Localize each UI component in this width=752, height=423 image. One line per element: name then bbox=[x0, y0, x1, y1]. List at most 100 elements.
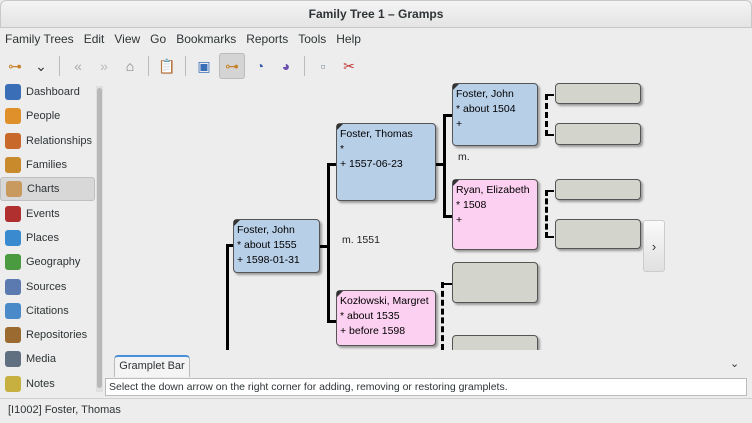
fan-chart-icon[interactable]: ◔ bbox=[255, 58, 265, 74]
empty-person-box[interactable] bbox=[452, 262, 538, 303]
people-icon bbox=[5, 108, 21, 125]
clipboard-icon[interactable]: 📋 bbox=[158, 57, 176, 74]
death-date: + bbox=[456, 214, 463, 226]
connector-line bbox=[226, 244, 234, 247]
toolbar-separator bbox=[185, 56, 186, 76]
empty-person-box[interactable] bbox=[452, 335, 538, 350]
config-view-icon[interactable]: ▣ bbox=[197, 57, 211, 74]
connector-line bbox=[443, 215, 453, 218]
empty-person-box[interactable] bbox=[555, 83, 641, 104]
menu-view[interactable]: View bbox=[114, 32, 141, 46]
menu-family-trees[interactable]: Family Trees bbox=[5, 32, 74, 46]
dashboard-icon bbox=[5, 84, 21, 101]
person-name: Foster, John bbox=[456, 88, 514, 100]
sidebar-item-label: Events bbox=[26, 207, 60, 220]
chevron-down-icon[interactable]: ⌄ bbox=[35, 57, 47, 74]
connector-line bbox=[441, 283, 452, 285]
person-box[interactable]: Kozłowski, Margret* about 1535+ before 1… bbox=[336, 290, 436, 346]
sidebar-item-media[interactable]: Media bbox=[0, 347, 95, 371]
repositories-icon bbox=[5, 327, 21, 344]
home-icon[interactable]: ⌂ bbox=[125, 58, 135, 74]
sidebar-item-charts[interactable]: Charts bbox=[0, 177, 95, 202]
sidebar-item-label: Dashboard bbox=[26, 86, 80, 99]
birth-date: * bbox=[340, 143, 345, 155]
events-icon bbox=[5, 205, 21, 222]
places-icon bbox=[5, 229, 21, 246]
sidebar-item-dashboard[interactable]: Dashboard bbox=[0, 80, 95, 104]
menu-bookmarks[interactable]: Bookmarks bbox=[176, 32, 237, 46]
gramplet-menu-chevron-icon[interactable]: ⌄ bbox=[730, 358, 740, 370]
menu-go[interactable]: Go bbox=[150, 32, 167, 46]
sidebar-item-repositories[interactable]: Repositories bbox=[0, 323, 95, 347]
pedigree-chart: Foster, John * about 1555 + 1598-01-31 Fos… bbox=[105, 82, 752, 350]
death-date: + 1557-06-23 bbox=[340, 158, 403, 170]
sidebar-item-notes[interactable]: Notes bbox=[0, 372, 95, 396]
connector-line bbox=[327, 163, 330, 323]
connector-line bbox=[545, 94, 554, 96]
sidebar-item-sources[interactable]: Sources bbox=[0, 274, 95, 298]
birth-date: * about 1555 bbox=[237, 239, 297, 251]
person-name: Kozłowski, Margret bbox=[340, 295, 429, 307]
connector-line bbox=[443, 114, 453, 117]
back-icon[interactable]: « bbox=[74, 58, 82, 74]
dashed-connector bbox=[545, 190, 548, 238]
empty-person-box[interactable] bbox=[555, 179, 641, 200]
families-icon bbox=[5, 157, 21, 174]
cut-icon[interactable]: ✂ bbox=[343, 57, 355, 74]
menu-reports[interactable]: Reports bbox=[246, 32, 289, 46]
sidebar-item-label: Charts bbox=[27, 183, 60, 196]
sidebar-item-geography[interactable]: Geography bbox=[0, 250, 95, 274]
person-box[interactable]: Foster, John* about 1555+ 1598-01-31 bbox=[233, 219, 320, 273]
person-box[interactable]: Foster, John * about 1504 + bbox=[452, 83, 538, 146]
marriage-label: m. 1551 bbox=[342, 234, 380, 246]
person-box[interactable]: Foster, Thomas * + 1557-06-23 bbox=[336, 123, 436, 201]
birth-date: * about 1504 bbox=[456, 103, 516, 115]
sidebar-item-events[interactable]: Events bbox=[0, 201, 95, 225]
empty-person-box[interactable] bbox=[555, 219, 641, 249]
sidebar-item-relationships[interactable]: Relationships bbox=[0, 129, 95, 153]
menu-edit[interactable]: Edit bbox=[83, 32, 105, 46]
forward-icon[interactable]: » bbox=[100, 58, 108, 74]
next-generation-button[interactable]: › bbox=[643, 220, 665, 272]
sidebar-item-people[interactable]: People bbox=[0, 104, 95, 128]
sidebar-item-citations[interactable]: Citations bbox=[0, 299, 95, 323]
sidebar-item-label: Geography bbox=[26, 256, 81, 269]
fan-chart-descendant-icon[interactable]: ◕ bbox=[281, 58, 291, 74]
title-bar: Family Tree 1 – Gramps bbox=[0, 0, 752, 28]
empty-person-box[interactable] bbox=[555, 123, 641, 145]
birth-date: * 1508 bbox=[456, 199, 487, 211]
relationships-icon bbox=[5, 132, 21, 149]
sidebar-item-label: Families bbox=[26, 159, 67, 172]
notes-icon bbox=[5, 375, 21, 392]
connector-line bbox=[436, 163, 444, 166]
pedigree-icon[interactable]: ⊶ bbox=[219, 53, 245, 79]
toolbar-separator bbox=[59, 56, 60, 76]
sidebar-item-label: Relationships bbox=[26, 134, 93, 147]
person-name: Ryan, Elizabeth bbox=[456, 184, 530, 196]
death-date: + bbox=[456, 118, 463, 130]
menu-help[interactable]: Help bbox=[336, 32, 361, 46]
gramplet-message: Select the down arrow on the right corne… bbox=[105, 378, 747, 396]
status-bar: [I1002] Foster, Thomas bbox=[0, 398, 752, 422]
person-box[interactable]: Ryan, Elizabeth * 1508 + bbox=[452, 179, 538, 250]
death-date: + 1598-01-31 bbox=[237, 254, 300, 266]
tree-view-icon[interactable]: ⊶ bbox=[8, 57, 22, 74]
birth-date: * about 1535 bbox=[340, 310, 400, 322]
connector-line bbox=[327, 163, 337, 166]
toolbar: ⊶ ⌄ « » ⌂ 📋 ▣ ⊶ ◔ ◕ ▫ ✂ bbox=[4, 52, 360, 80]
chevron-right-icon: › bbox=[651, 238, 657, 254]
sidebar-item-families[interactable]: Families bbox=[0, 153, 95, 177]
tab-gramplet-bar[interactable]: Gramplet Bar bbox=[114, 355, 190, 377]
sidebar-item-places[interactable]: Places bbox=[0, 226, 95, 250]
sidebar-item-label: Notes bbox=[26, 377, 55, 390]
media-icon[interactable]: ▫ bbox=[320, 58, 326, 74]
marriage-label: m. bbox=[458, 151, 470, 163]
connector-line bbox=[545, 236, 554, 238]
sidebar-item-label: Places bbox=[26, 231, 60, 244]
connector-line bbox=[545, 190, 554, 192]
menu-tools[interactable]: Tools bbox=[298, 32, 327, 46]
person-name: Foster, Thomas bbox=[340, 128, 413, 140]
sidebar-scrollbar-thumb[interactable] bbox=[97, 88, 102, 388]
citations-icon bbox=[5, 302, 21, 319]
